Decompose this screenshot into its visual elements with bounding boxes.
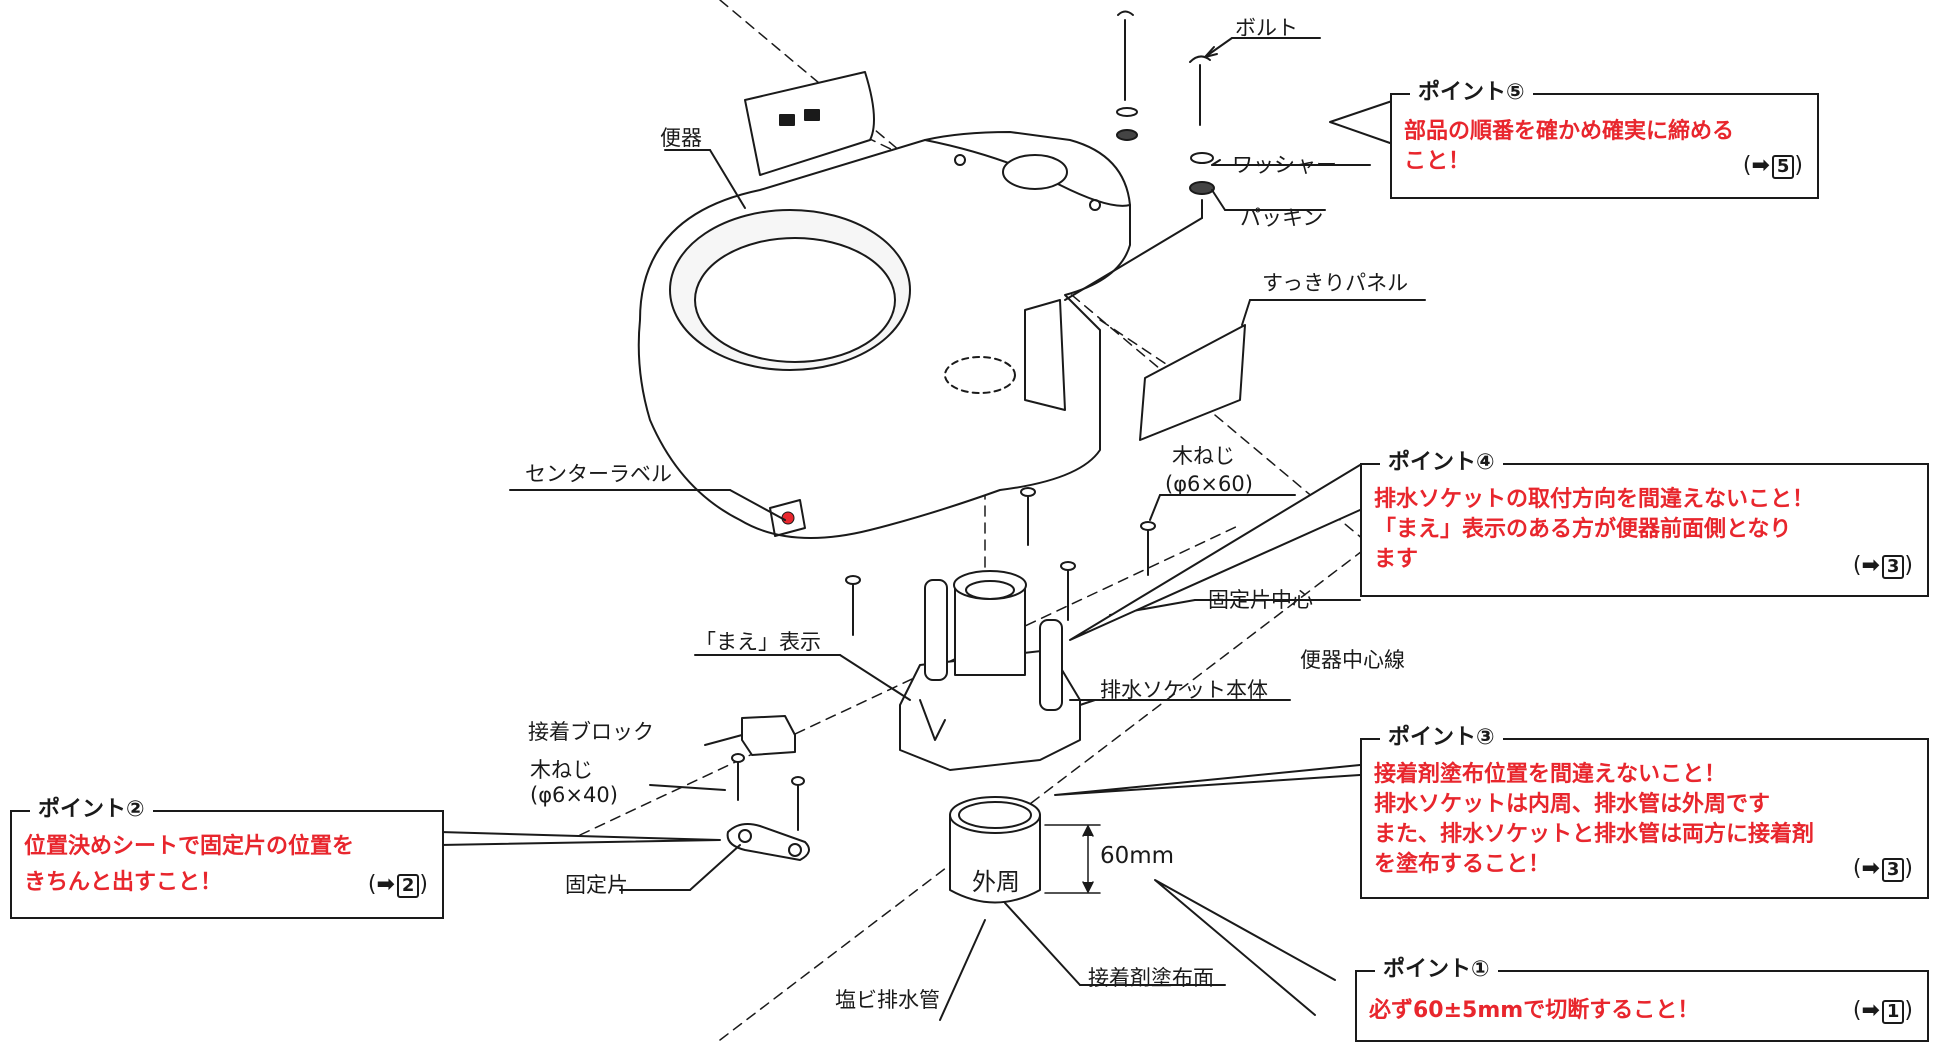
arrow-right-icon: ➡ [1751,153,1770,178]
label-outer: 外周 [972,868,1020,896]
label-socket-body: 排水ソケット本体 [1100,678,1268,702]
point-2-title: ポイント② [30,799,153,821]
label-adhesive-surface: 接着剤塗布面 [1088,966,1214,990]
toilet-bowl-drawing [637,131,1131,539]
point-3-box: ポイント③ 接着剤塗布位置を間違えないこと！ 排水ソケットは内周、排水管は外周で… [1360,727,1929,899]
point-5-ref-num: 5 [1771,155,1795,179]
pvc-pipe-drawing [949,796,1041,904]
label-wood-screw-60-dim: (φ6×60) [1165,472,1253,496]
arrow-right-icon: ➡ [1861,998,1880,1023]
point-2-ref-num: 2 [396,874,420,898]
point-3-line-2: 排水ソケットは内周、排水管は外周です [1374,792,1771,817]
dimension-60mm [1044,824,1101,894]
label-dim-60mm: 60mm [1100,843,1175,869]
label-bowl: 便器 [660,126,702,150]
drain-socket-drawing [899,570,1081,771]
point-3-ref: (➡3) [1852,856,1913,882]
point-2-box: ポイント② 位置決めシートで固定片の位置を きちんと出すこと！ (➡2) [10,799,444,919]
wood-screws-drawing [731,487,1156,831]
point-1-ref-num: 1 [1881,1000,1905,1024]
point-2-line-1: 位置決めシートで固定片の位置を [24,834,355,859]
arrow-right-icon: ➡ [1861,553,1880,578]
point-4-ref-num: 3 [1881,555,1905,579]
point-3-line-4: を塗布すること！ [1374,852,1551,877]
label-adhesive-block: 接着ブロック [528,720,654,744]
label-wood-screw-40-dim: (φ6×40) [530,783,618,807]
label-pvc-pipe: 塩ビ排水管 [835,988,940,1012]
point-1-title: ポイント① [1375,959,1498,981]
point-2-line-2: きちんと出すこと！ [24,870,223,895]
point-5-title: ポイント⑤ [1410,82,1533,104]
label-bowl-center-line: 便器中心線 [1300,648,1405,672]
arrow-right-icon: ➡ [1861,856,1880,881]
seat-plate-drawing [744,71,875,176]
label-fixing-center: 固定片中心 [1208,588,1313,612]
point-4-ref: (➡3) [1852,553,1913,579]
point-4-line-3: ます [1374,547,1419,572]
label-wood-screw-60: 木ねじ [1172,444,1235,468]
arrow-right-icon: ➡ [376,872,395,897]
point-1-box: ポイント① 必ず60±5mmで切断すること！ (➡1) [1355,959,1929,1042]
point-5-box: ポイント⑤ 部品の順番を確かめ確実に締める こと！ (➡5) [1390,82,1819,199]
leader-lines [509,37,1426,1021]
point-4-line-2: 「まえ」表示のある方が便器前面側となり [1374,517,1792,542]
adhesive-block-drawing [741,715,796,756]
point-3-title: ポイント③ [1380,727,1503,749]
label-panel: すっきりパネル [1262,271,1409,295]
panel-drawing [1139,324,1246,441]
fixing-piece-drawing [726,823,810,861]
point-3-line-1: 接着剤塗布位置を間違えないこと！ [1374,762,1727,787]
point-1-ref: (➡1) [1852,998,1913,1024]
point-1-line-1: 必ず60±5mmで切断すること！ [1369,998,1700,1023]
label-washer: ワッシャー [1232,153,1337,177]
bolt-drawing-1 [1116,10,1138,141]
bolt-drawing-2 [1064,55,1215,301]
point-5-ref: (➡5) [1742,153,1803,179]
point-5-line-1: 部品の順番を確かめ確実に締める [1404,119,1735,144]
point-4-box: ポイント④ 排水ソケットの取付方向を間違えないこと！ 「まえ」表示のある方が便器… [1360,452,1929,597]
label-mae-display: 「まえ」表示 [695,630,821,654]
point-4-line-1: 排水ソケットの取付方向を間違えないこと！ [1374,487,1815,512]
label-bolt: ボルト [1235,16,1298,40]
point-3-line-3: また、排水ソケットと排水管は両方に接着剤 [1374,822,1815,847]
point-3-ref-num: 3 [1881,858,1905,882]
point-2-ref: (➡2) [367,872,428,898]
label-fixing-piece: 固定片 [565,873,628,897]
label-wood-screw-40: 木ねじ [530,758,593,782]
point-pointers [439,99,1396,1016]
label-packing: パッキン [1240,206,1324,230]
label-center-label: センターラベル [525,462,672,486]
point-4-title: ポイント④ [1380,452,1503,474]
point-5-line-2: こと！ [1404,149,1471,174]
